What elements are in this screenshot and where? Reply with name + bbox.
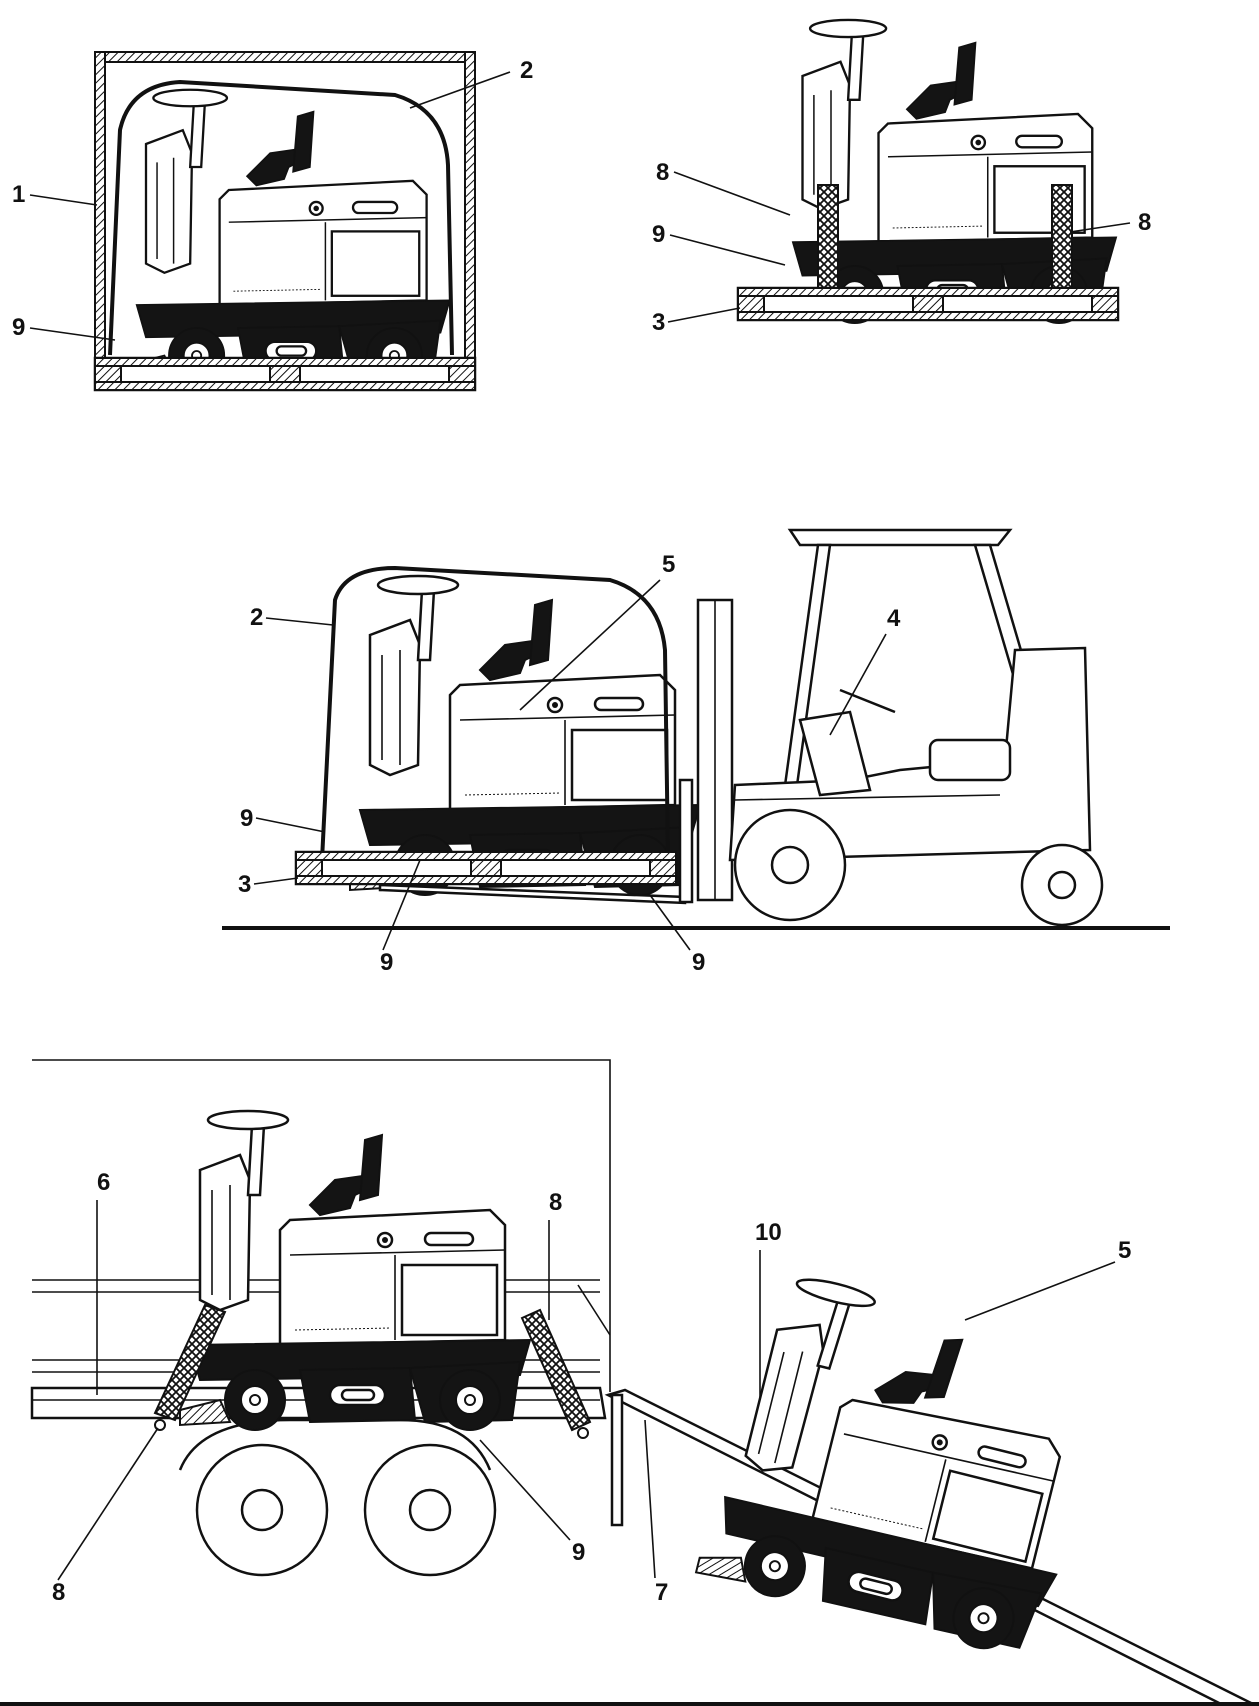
- sweeper-on-trailer: [178, 1109, 532, 1432]
- sweeper-in-crate: [126, 88, 451, 385]
- callout-pallet-3: 3: [652, 309, 665, 336]
- trailer-strap-rear: [520, 1308, 592, 1432]
- callout-trailer-3: 5: [1118, 1237, 1131, 1264]
- callout-trailer-6: 7: [655, 1579, 668, 1606]
- trailer-strap-front: [153, 1303, 227, 1422]
- callout-crate-2: 9: [12, 314, 25, 341]
- pallet-panel: [736, 18, 1120, 325]
- callout-trailer-1: 8: [549, 1189, 562, 1216]
- callout-pallet-2: 9: [652, 221, 665, 248]
- callout-crate-0: 1: [12, 181, 25, 208]
- callout-pallet-1: 8: [1138, 209, 1151, 236]
- sweeper-on-forks: [348, 574, 702, 897]
- forklift-pallet: [294, 850, 678, 886]
- callout-trailer-5: 9: [572, 1539, 585, 1566]
- truck-frame: [32, 1059, 611, 1392]
- callout-forklift-5: 9: [380, 949, 393, 976]
- crate-pallet: [93, 356, 477, 392]
- callout-forklift-4: 3: [238, 871, 251, 898]
- overhead-guard: [787, 528, 1013, 547]
- callout-trailer-2: 10: [755, 1219, 782, 1246]
- callout-forklift-3: 9: [240, 805, 253, 832]
- callout-forklift-0: 2: [250, 604, 263, 631]
- ramp-support: [610, 1393, 624, 1527]
- crate-left-board: [94, 51, 106, 363]
- crate-panel: [93, 51, 477, 392]
- callout-trailer-4: 8: [52, 1579, 65, 1606]
- plastic-cover: [108, 79, 454, 356]
- leader-lines: [29, 71, 1131, 1581]
- trailer-panel: [0, 1059, 1259, 1706]
- forklift-plastic-cover: [320, 565, 670, 861]
- forklift-panel: [222, 528, 1170, 930]
- callout-crate-1: 2: [520, 57, 533, 84]
- callout-pallet-0: 8: [656, 159, 669, 186]
- crate-right-board: [464, 51, 476, 363]
- callout-forklift-6: 9: [692, 949, 705, 976]
- callout-trailer-0: 6: [97, 1169, 110, 1196]
- fork-carriage: [678, 778, 694, 904]
- callout-forklift-1: 5: [662, 551, 675, 578]
- transport-pallet: [736, 286, 1120, 322]
- crate-top-board: [94, 51, 476, 63]
- forklift-seat: [928, 738, 1012, 782]
- callout-labels: 1 2 9 8 8 9 3 2 5 4 9 3 9 9 6 8 10 5 8 9 7: [12, 57, 1151, 1606]
- callout-forklift-2: 4: [887, 605, 901, 632]
